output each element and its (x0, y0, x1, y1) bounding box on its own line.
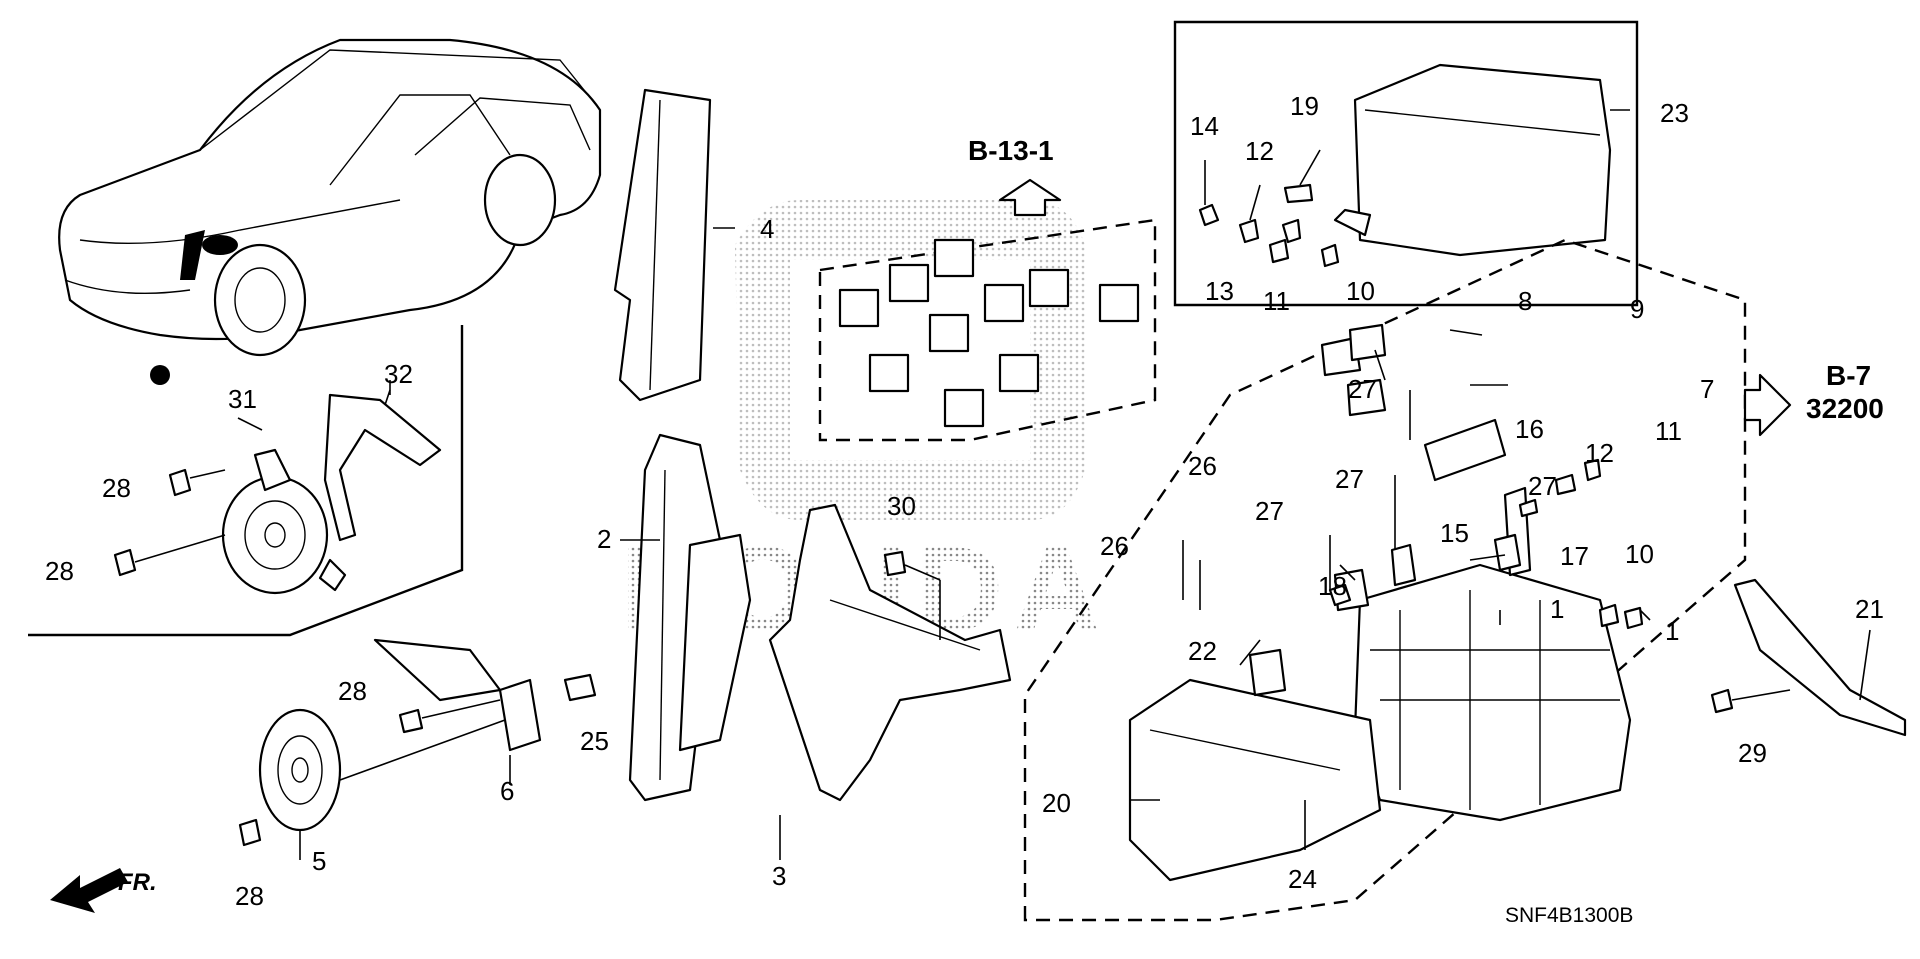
part-label-3: 3 (772, 861, 786, 891)
part-label-22: 22 (1188, 636, 1217, 666)
part-label-28c: 28 (338, 676, 367, 706)
part-label-9: 9 (1630, 294, 1644, 324)
part-label-1a: 1 (1550, 594, 1564, 624)
horn-assembly-inset (113, 380, 442, 595)
part-label-10b: 10 (1625, 539, 1654, 569)
part-label-28b: 28 (45, 556, 74, 586)
ref-b7-label: B-7 (1826, 360, 1871, 391)
part-label-27c: 27 (1528, 471, 1557, 501)
part-label-1b: 1 (1665, 616, 1679, 646)
part-label-21: 21 (1855, 594, 1884, 624)
part-label-14: 14 (1190, 111, 1219, 141)
part-label-26a: 26 (1188, 451, 1217, 481)
part-label-30: 30 (887, 491, 916, 521)
front-label: FR. (118, 869, 157, 896)
part-label-15: 15 (1440, 518, 1469, 548)
leader-lines (237, 227, 1871, 860)
relay-group (818, 218, 1157, 442)
part-label-12a: 12 (1245, 136, 1274, 166)
part-label-18: 18 (1318, 571, 1347, 601)
part-label-27d: 27 (1255, 496, 1284, 526)
part-label-26b: 26 (1100, 531, 1129, 561)
diagram-code: SNF4B1300B (1505, 904, 1633, 927)
part-label-32: 32 (384, 359, 413, 389)
part-label-5: 5 (312, 846, 326, 876)
vehicle-illustration (58, 38, 602, 385)
part-label-10a: 10 (1346, 276, 1375, 306)
part-label-12b: 12 (1585, 438, 1614, 468)
part-label-7: 7 (1700, 374, 1714, 404)
main-fuse-box (1023, 238, 1747, 922)
part-label-24: 24 (1288, 864, 1317, 894)
fuse-box-cover-group (1173, 20, 1639, 307)
part-label-8: 8 (1518, 286, 1532, 316)
ref-arrow-b7 (1743, 373, 1792, 437)
part-label-25: 25 (580, 726, 609, 756)
part-label-11a: 11 (1263, 286, 1290, 316)
fuse-box-bracket (1710, 578, 1907, 737)
part-label-11b: 11 (1655, 416, 1682, 446)
part-labels: 1 1 2 3 4 5 6 7 8 9 10 10 11 11 12 12 13… (45, 91, 1884, 911)
horn-assembly (238, 638, 597, 847)
part-label-27b: 27 (1335, 464, 1364, 494)
part-label-6: 6 (500, 776, 514, 806)
part-label-28a: 28 (102, 473, 131, 503)
ecu-module (613, 88, 752, 802)
part-label-20: 20 (1042, 788, 1071, 818)
ref-b7-number: 32200 (1806, 393, 1884, 424)
part-label-2: 2 (597, 524, 611, 554)
part-label-13: 13 (1205, 276, 1234, 306)
front-arrow (50, 868, 128, 913)
part-label-27a: 27 (1348, 374, 1377, 404)
part-label-16: 16 (1515, 414, 1544, 444)
part-label-17: 17 (1560, 541, 1589, 571)
part-label-4: 4 (760, 214, 774, 244)
part-label-31: 31 (228, 384, 257, 414)
ref-b13-label: B-13-1 (968, 135, 1054, 166)
part-label-19: 19 (1290, 91, 1319, 121)
part-label-29: 29 (1738, 738, 1767, 768)
part-label-28d: 28 (235, 881, 264, 911)
ref-arrow-b13 (998, 178, 1062, 217)
ecu-bracket (768, 503, 1012, 802)
part-label-23: 23 (1660, 98, 1689, 128)
